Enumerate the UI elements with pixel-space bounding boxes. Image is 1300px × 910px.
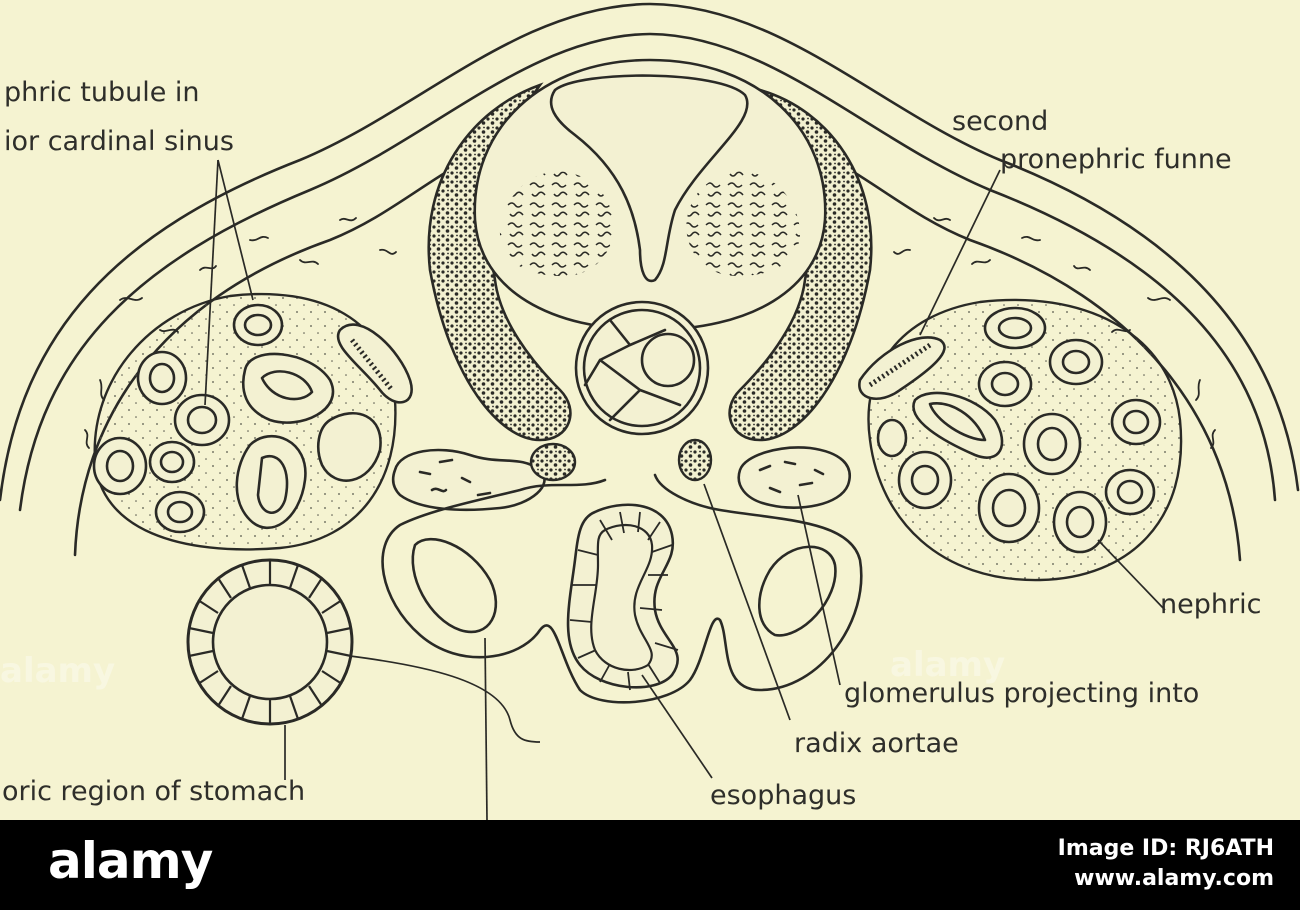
left-kidney-region	[92, 292, 413, 551]
somite-sclerotome	[427, 82, 873, 442]
notochord	[574, 300, 710, 436]
embryo-cross-section-diagram: phric tubule in ior cardinal sinus secon…	[0, 2, 1300, 820]
label-radix-aortae: radix aortae	[794, 728, 959, 759]
stomach-section	[186, 558, 354, 726]
leader-lines	[204, 159, 1166, 820]
gut-and-coelom	[381, 473, 863, 704]
watermark-tile-left: alamy	[0, 651, 115, 691]
glomeruli	[391, 438, 851, 512]
stock-image-info: Image ID: RJ6ATH www.alamy.com	[1058, 834, 1274, 894]
neural-tube	[473, 58, 827, 332]
image-id-text: Image ID: RJ6ATH	[1057, 836, 1274, 861]
right-kidney-region	[858, 298, 1183, 582]
alamy-logo: alamy	[48, 832, 213, 890]
label-second: second	[952, 106, 1048, 137]
label-nephric: nephric	[1160, 589, 1261, 620]
stock-watermark-bar: alamy Image ID: RJ6ATH www.alamy.com	[0, 820, 1300, 910]
label-pronephric-funnel: pronephric funne	[1000, 144, 1232, 175]
label-glomerulus: glomerulus projecting into	[844, 678, 1199, 709]
label-nephric-tubule-line1: phric tubule in	[4, 77, 200, 108]
watermark-tile-right: alamy	[890, 645, 1005, 685]
site-url-text: www.alamy.com	[1074, 866, 1274, 891]
label-stomach-region: oric region of stomach	[2, 776, 305, 807]
label-esophagus: esophagus	[710, 780, 856, 811]
label-nephric-tubule-line2: ior cardinal sinus	[4, 126, 234, 157]
